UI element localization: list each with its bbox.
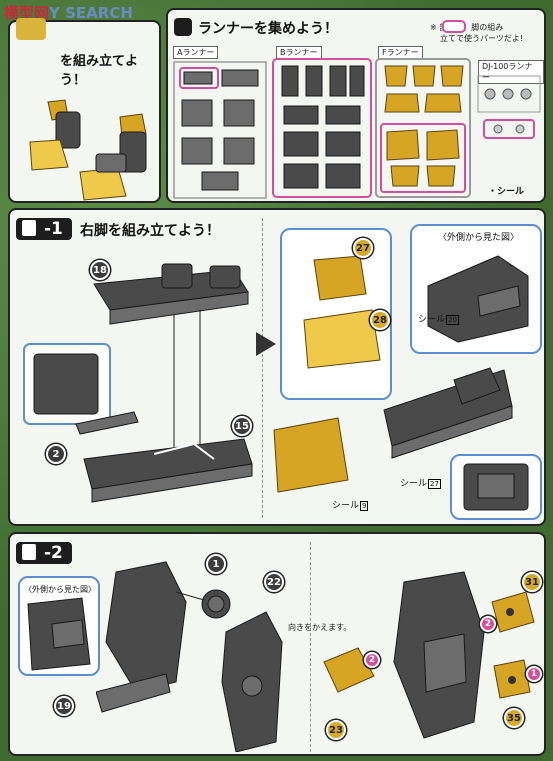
part-18: 18 [90, 260, 110, 280]
runner-b [281, 65, 365, 189]
step2-marker-2a: 2 [364, 652, 380, 668]
watermark-prefix: 模型网 [4, 4, 50, 22]
intro-badge [16, 18, 46, 40]
step2-right-assembly [323, 571, 535, 739]
runner-badge [174, 18, 192, 36]
part-27: 27 [353, 238, 373, 258]
step1-inset-part [463, 463, 529, 511]
part-15: 15 [232, 416, 252, 436]
part-35: 35 [504, 708, 524, 728]
step1-divider [262, 218, 263, 518]
step2-badge: -2 [16, 542, 72, 564]
runner-label-a: Aランナー [173, 46, 219, 59]
part-28: 28 [370, 310, 390, 330]
runner-a [173, 61, 267, 199]
step2-left-assembly [96, 561, 283, 752]
step1-left-assembly [23, 263, 253, 503]
runner-note: ※ 部分は、脚の組み 立てで使うパーツだよ! [430, 22, 523, 44]
runner-b-box [272, 58, 372, 198]
part-2: 2 [46, 444, 66, 464]
part-31: 31 [522, 572, 542, 592]
part-23: 23 [326, 720, 346, 740]
step2-marker-2b: 2 [480, 616, 496, 632]
step1-arrow [256, 332, 276, 356]
step1-panel: -1 右脚を組み立てよう！ 18 2 15 [8, 208, 546, 526]
step1-sticker-20-text: シール [418, 315, 446, 325]
part-22: 22 [264, 572, 284, 592]
watermark-text: SEARCH [65, 4, 133, 22]
runner-label-dj: DJ-100ランナー [478, 60, 544, 84]
step1-side-view-label: 〈外側から見た図〉 [438, 233, 520, 243]
step1-badge-text: -1 [44, 219, 63, 239]
step1-badge: -1 [16, 218, 72, 240]
runner-note-line2: 立てで使うパーツだよ! [440, 34, 524, 43]
step2-badge-text: -2 [44, 543, 63, 563]
highlight-swatch [442, 20, 466, 33]
intro-title: を組み立てよう！ [60, 54, 139, 88]
intro-panel: を組み立てよう！ [8, 18, 161, 203]
step1-title: 右脚を組み立てよう！ [80, 223, 220, 239]
step2-panel: -2 〈外側から見た図〉 1 22 19 向きをかえます。 [8, 532, 546, 756]
step1-sticker-27-num: 27 [428, 479, 441, 489]
step2-divider [310, 542, 311, 752]
step2-side-view-label: 〈外側から見た図〉 [24, 585, 96, 594]
runner-f-box [375, 58, 471, 198]
runner-panel: ランナーを集めよう！ ※ 部分は、脚の組み 立てで使うパーツだよ! Aランナー … [166, 8, 546, 203]
step1-sticker-20-num: 20 [446, 315, 459, 325]
runner-title: ランナーを集めよう！ [198, 21, 338, 37]
runner-f [380, 65, 466, 193]
step2-marker-1: 1 [526, 666, 542, 682]
watermark-mid: Y [49, 4, 60, 22]
intro-legs-illustration [29, 99, 147, 201]
runner-note-line1: ※ 部分は、脚の組み [430, 23, 504, 32]
step1-sticker-9-num: 9 [360, 501, 369, 511]
part-19: 19 [54, 696, 74, 716]
step1-gold-parts [273, 255, 513, 493]
step1-side-view-part [427, 255, 529, 343]
step1-sticker-9-text: シール [332, 501, 360, 511]
step2-turn-note: 向きをかえます。 [288, 623, 352, 632]
step1-sticker-27-text: シール [400, 479, 428, 489]
runner-dj [477, 75, 541, 139]
watermark: 模型网Y SEARCH [4, 2, 133, 23]
part-1: 1 [206, 554, 226, 574]
seal-label: ・シール [488, 187, 525, 197]
step2-side-view-part [27, 597, 91, 671]
